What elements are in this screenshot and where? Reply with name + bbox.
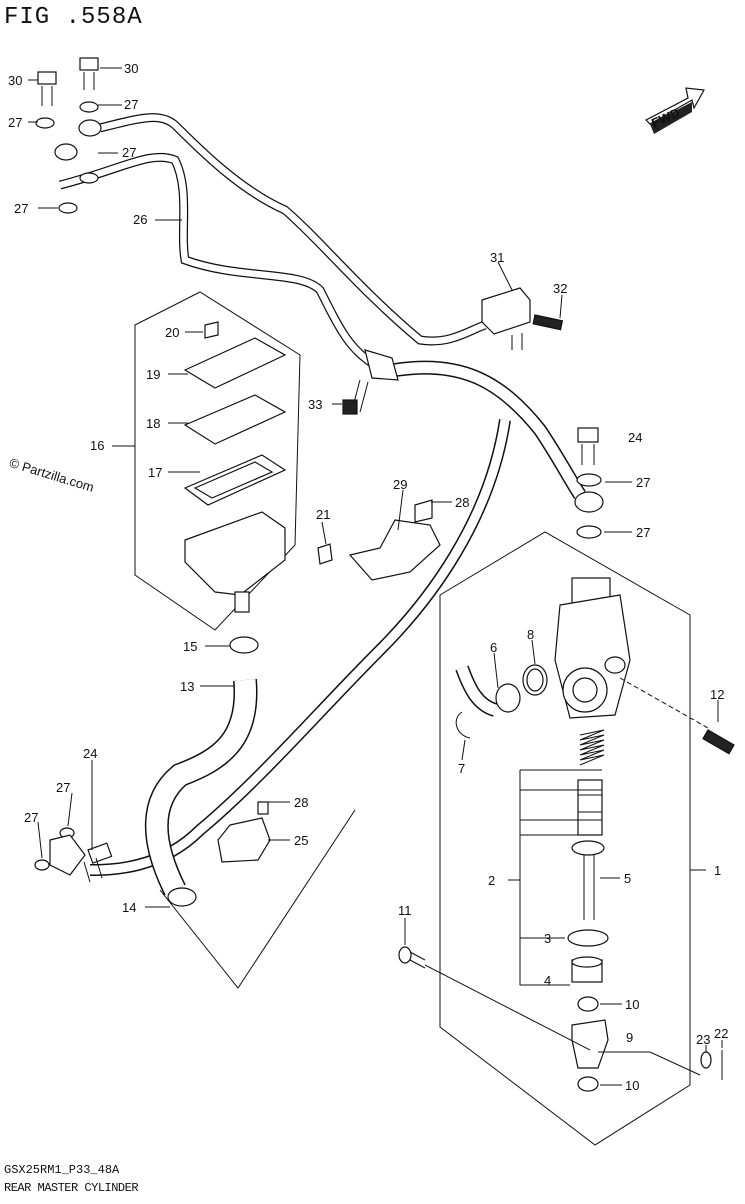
callout-27: 27: [24, 810, 38, 825]
master-cylinder-body: [554, 577, 631, 719]
bracket-29: [348, 499, 441, 581]
callout-30: 30: [124, 61, 138, 76]
banjo-bolt-24-upper: [574, 427, 604, 539]
callout-9: 9: [626, 1030, 633, 1045]
callout-30: 30: [8, 73, 22, 88]
diagram-caption: REAR MASTER CYLINDER: [4, 1181, 139, 1195]
reservoir-hose-13: [144, 679, 258, 896]
callout-13: 13: [180, 679, 194, 694]
master-cylinder-group-outline: [439, 531, 691, 1146]
callout-27: 27: [122, 145, 136, 160]
callout-2: 2: [488, 873, 495, 888]
callout-6: 6: [490, 640, 497, 655]
union-fitting-33: [342, 349, 399, 415]
callout-14: 14: [122, 900, 136, 915]
callout-22: 22: [714, 1026, 728, 1041]
callout-29: 29: [393, 477, 407, 492]
banjo-bolts-top: [35, 57, 102, 214]
leader-lines: [28, 67, 723, 1086]
callout-27: 27: [8, 115, 22, 130]
diagram-code: GSX25RM1_P33_48A: [4, 1163, 120, 1177]
hose-joint-31: [481, 287, 564, 350]
callout-labels: 30 30 27 27 27 27 26 31 32 20 19 18 16 1…: [8, 61, 728, 1093]
hose-clips: [167, 636, 259, 907]
pin-11: [398, 946, 591, 1051]
reservoir-assembly: [183, 321, 333, 613]
clamp-25: [217, 801, 271, 863]
callout-27: 27: [124, 97, 138, 112]
callout-19: 19: [146, 367, 160, 382]
callout-28: 28: [455, 495, 469, 510]
callout-16: 16: [90, 438, 104, 453]
callout-26: 26: [133, 212, 147, 227]
callout-18: 18: [146, 416, 160, 431]
banjo-bolt-24-lower: [34, 827, 113, 883]
callout-10: 10: [625, 1078, 639, 1093]
callout-12: 12: [710, 687, 724, 702]
callout-27: 27: [636, 525, 650, 540]
callout-21: 21: [316, 507, 330, 522]
callout-3: 3: [544, 931, 551, 946]
callout-8: 8: [527, 627, 534, 642]
callout-10: 10: [625, 997, 639, 1012]
callout-25: 25: [294, 833, 308, 848]
callout-27: 27: [14, 201, 28, 216]
brake-hose-26: [58, 113, 487, 369]
callout-28: 28: [294, 795, 308, 810]
callout-32: 32: [553, 281, 567, 296]
callout-4: 4: [544, 973, 551, 988]
figure-label: FIG .558A: [4, 4, 143, 31]
callout-5: 5: [624, 871, 631, 886]
callout-27: 27: [636, 475, 650, 490]
callout-1: 1: [714, 863, 721, 878]
callout-20: 20: [165, 325, 179, 340]
callout-17: 17: [148, 465, 162, 480]
callout-15: 15: [183, 639, 197, 654]
callout-11: 11: [398, 903, 412, 918]
callout-23: 23: [696, 1032, 710, 1047]
piston-spring-assembly: [520, 729, 735, 1092]
callout-24: 24: [83, 746, 97, 761]
callout-24: 24: [628, 430, 642, 445]
callout-33: 33: [308, 397, 322, 412]
fwd-arrow-icon: FWD: [644, 87, 705, 134]
reservoir-group-outline: [134, 291, 301, 631]
callout-27: 27: [56, 780, 70, 795]
callout-7: 7: [458, 761, 465, 776]
hose-group-outline: [159, 809, 356, 989]
callout-31: 31: [490, 250, 504, 265]
inlet-fitting-6: [455, 664, 548, 739]
